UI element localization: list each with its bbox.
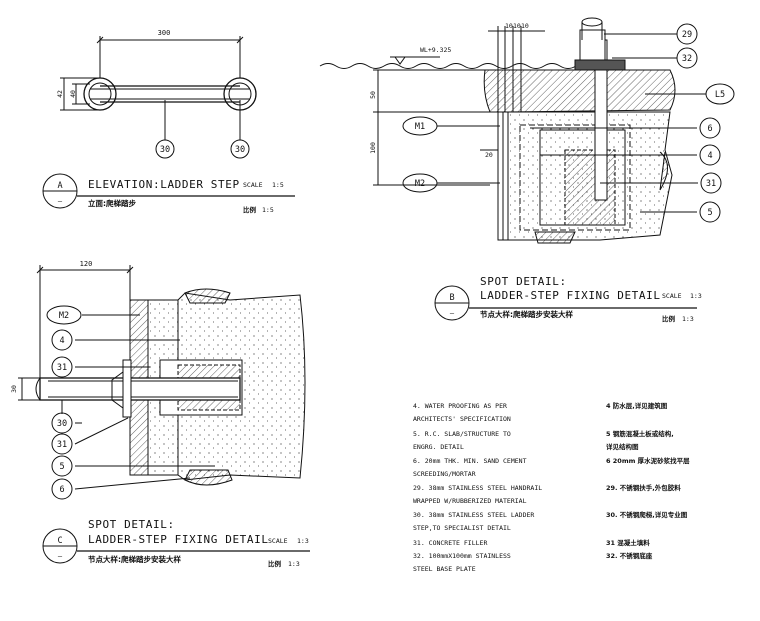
- callout-b-m2: M2: [415, 179, 425, 189]
- legend-cn-line: 5 钢筋混凝土板或结构,: [606, 429, 674, 438]
- callout-a-30-left-text: 30: [160, 145, 170, 155]
- callout-a-30-right-text: 30: [235, 145, 245, 155]
- legend-en-line: 30. 38mm STAINLESS STEEL LADDER: [413, 511, 534, 519]
- detail-b-text: WL+9.325 10 10 10 50 100 20 29 32 L5 6 4…: [369, 22, 725, 323]
- callout-c-30: 30: [57, 419, 67, 429]
- svg-text:—: —: [450, 309, 455, 317]
- legend-en-line: 31. CONCRETE FILLER: [413, 539, 487, 547]
- dim-30: 30: [10, 385, 18, 393]
- step-end-left: [83, 77, 117, 111]
- callout-b-6: 6: [707, 124, 712, 134]
- svg-text:SCALE: SCALE: [268, 537, 288, 545]
- dim-42: 42: [56, 90, 64, 98]
- title-a-cn: 立面:爬梯踏步: [88, 198, 136, 208]
- svg-text:1:5: 1:5: [262, 206, 274, 214]
- detail-a-text: 300 42 40 30 30 A — ELEVATION:LADDER STE…: [56, 29, 284, 214]
- svg-text:比例: 比例: [662, 314, 676, 323]
- detail-mark-b: B: [449, 293, 454, 303]
- title-b-line1: SPOT DETAIL:: [480, 275, 567, 288]
- dim-300: 300: [158, 29, 171, 37]
- detail-c-text: 120 30 M2 4 31 30 31 5 6 C — SPOT DETAIL…: [10, 260, 309, 568]
- svg-text:SCALE: SCALE: [243, 181, 263, 189]
- svg-text:1:3: 1:3: [297, 537, 309, 545]
- legend-chinese: 4 防水层,详见建筑图 5 钢筋混凝土板或结构, 详见结构图 6 20mm 厚水…: [606, 401, 690, 560]
- svg-text:1:3: 1:3: [690, 292, 702, 300]
- svg-text:—: —: [58, 197, 63, 205]
- legend-cn-line: 6 20mm 厚水泥砂浆找平层: [606, 456, 690, 465]
- callout-c-5: 5: [59, 462, 64, 472]
- callout-c-4: 4: [59, 336, 64, 346]
- legend-cn-line: 32. 不锈钢底座: [606, 551, 653, 560]
- dim-120: 120: [80, 260, 93, 268]
- svg-text:比例: 比例: [268, 559, 282, 568]
- callout-c-31a: 31: [57, 363, 67, 373]
- svg-text:1:3: 1:3: [288, 560, 300, 568]
- svg-text:20: 20: [485, 151, 493, 159]
- legend-en-line: 29. 38mm STAINLESS STEEL HANDRAIL: [413, 484, 542, 492]
- svg-text:比例: 比例: [243, 205, 257, 214]
- legend-cn-line: 29. 不锈钢扶手,外包胶料: [606, 483, 681, 492]
- callout-c-31b: 31: [57, 440, 67, 450]
- detail-mark-c: C: [57, 536, 62, 546]
- callout-b-31: 31: [706, 179, 716, 189]
- svg-text:50: 50: [369, 91, 377, 99]
- detail-a-elevation: [42, 36, 295, 209]
- legend-en-line: STEP,TO SPECIALIST DETAIL: [413, 524, 511, 532]
- title-c-line1: SPOT DETAIL:: [88, 518, 175, 531]
- legend-en-line: 32. 100mmX100mm STAINLESS: [413, 552, 511, 560]
- title-b-line2: LADDER-STEP FIXING DETAIL: [480, 289, 661, 302]
- svg-text:10: 10: [521, 22, 529, 30]
- callout-a-30-left: [155, 139, 175, 159]
- svg-text:100: 100: [369, 142, 377, 154]
- callout-c-6: 6: [59, 485, 64, 495]
- svg-text:—: —: [58, 552, 63, 560]
- legend-cn-line: 4 防水层,详见建筑图: [606, 401, 668, 410]
- legend-english: 4. WATER PROOFING AS PER ARCHITECTS' SPE…: [413, 402, 542, 573]
- legend-en-line: 5. R.C. SLAB/STRUCTURE TO: [413, 430, 511, 438]
- legend-en-line: 4. WATER PROOFING AS PER: [413, 402, 507, 410]
- svg-text:10: 10: [505, 22, 513, 30]
- svg-text:1:5: 1:5: [272, 181, 284, 189]
- water-level-label: WL+9.325: [420, 46, 451, 54]
- callout-b-5: 5: [707, 208, 712, 218]
- dim-40: 40: [69, 90, 77, 98]
- legend-cn-line: 31 混凝土填料: [606, 538, 650, 547]
- callout-b-4: 4: [707, 151, 712, 161]
- legend-en-line: 6. 20mm THK. MIN. SAND CEMENT: [413, 457, 527, 465]
- callout-c-m2: M2: [59, 311, 69, 321]
- callout-b-l5: L5: [715, 90, 725, 100]
- svg-text:1:3: 1:3: [682, 315, 694, 323]
- legend-en-line: SCREEDING/MORTAR: [413, 470, 476, 478]
- legend-cn-line: 30. 不锈钢爬梯,详见专业图: [606, 510, 688, 519]
- callout-b-29: 29: [682, 30, 692, 40]
- detail-mark-a: A: [57, 181, 62, 191]
- legend-en-line: WRAPPED W/RUBBERIZED MATERIAL: [413, 497, 527, 505]
- legend-en-line: ENGRG. DETAIL: [413, 443, 464, 451]
- callout-a-30-right: [230, 139, 250, 159]
- title-c-line2: LADDER-STEP FIXING DETAIL: [88, 533, 269, 546]
- callout-b-32: 32: [682, 54, 692, 64]
- svg-text:SCALE: SCALE: [662, 292, 682, 300]
- legend-en-line: STEEL BASE PLATE: [413, 565, 476, 573]
- title-a-en: ELEVATION:LADDER STEP: [88, 178, 240, 191]
- callout-b-m1: M1: [415, 122, 425, 132]
- detail-b-section: [319, 17, 735, 321]
- legend-en-line: ARCHITECTS' SPECIFICATION: [413, 415, 511, 423]
- legend-cn-line: 详见结构图: [606, 442, 639, 451]
- svg-text:10: 10: [513, 22, 521, 30]
- title-c-cn: 节点大样:爬梯踏步安装大样: [88, 554, 181, 564]
- detail-c-section: [18, 265, 310, 564]
- title-b-cn: 节点大样:爬梯踏步安装大样: [480, 309, 573, 319]
